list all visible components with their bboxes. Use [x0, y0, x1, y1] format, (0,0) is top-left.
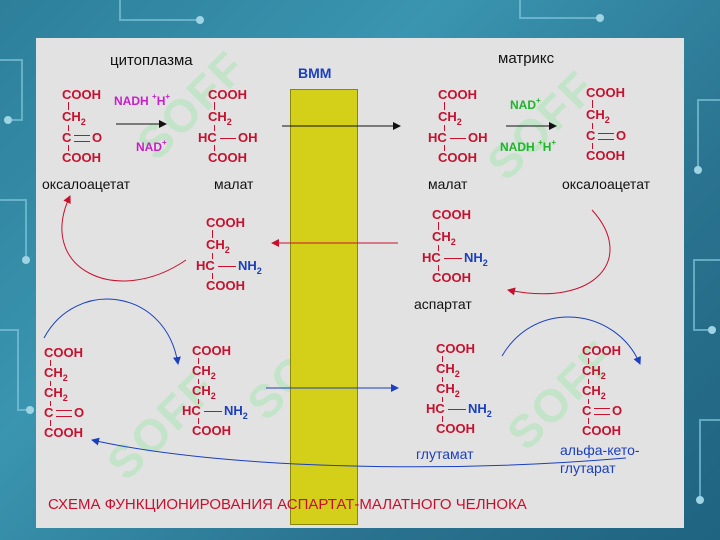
arrow-ketoglutarate-to-glutamate-cyto: [43, 298, 181, 365]
inner-mitochondrial-membrane: [290, 89, 358, 525]
label-malate-matrix: малат: [428, 176, 468, 192]
arrow-glutamate-to-ketoglutarate-matrix: [501, 316, 641, 365]
slide: SOFF SOFF SOFF SOFF SOFF цитоплазма матр…: [36, 38, 684, 528]
label-ketoglutarate-matrix-line1: альфа-кето-: [560, 442, 640, 458]
label-glutamate-matrix: глутамат: [416, 446, 474, 462]
cofactor-nadh-matrix: NADH +H+: [500, 138, 557, 154]
label-cytoplasm: цитоплазма: [110, 52, 193, 69]
label-malate-cyto: малат: [214, 176, 254, 192]
label-matrix: матрикс: [498, 50, 555, 67]
arrows-layer: [43, 120, 641, 468]
label-oxaloacetate-cyto: оксалоацетат: [42, 176, 131, 192]
cofactor-nad-cyto: NAD+: [136, 138, 167, 154]
cofactor-nad-matrix: NAD+: [510, 96, 541, 112]
caption: СХЕМА ФУНКЦИОНИРОВАНИЯ АСПАРТАТ-МАЛАТНОГ…: [48, 496, 527, 513]
label-ketoglutarate-matrix-line2: глутарат: [560, 460, 616, 476]
label-membrane: ВММ: [298, 65, 332, 81]
label-oxaloacetate-matrix: оксалоацетат: [562, 176, 651, 192]
cofactor-nadh-cyto: NADH +H+: [114, 92, 171, 108]
label-aspartate-matrix: аспартат: [414, 296, 472, 312]
arrow-aspartate-to-oaa-cyto: [61, 195, 187, 282]
arrow-ketoglutarate-transport: [91, 437, 627, 468]
arrow-oaa-to-aspartate-matrix: [507, 209, 611, 296]
